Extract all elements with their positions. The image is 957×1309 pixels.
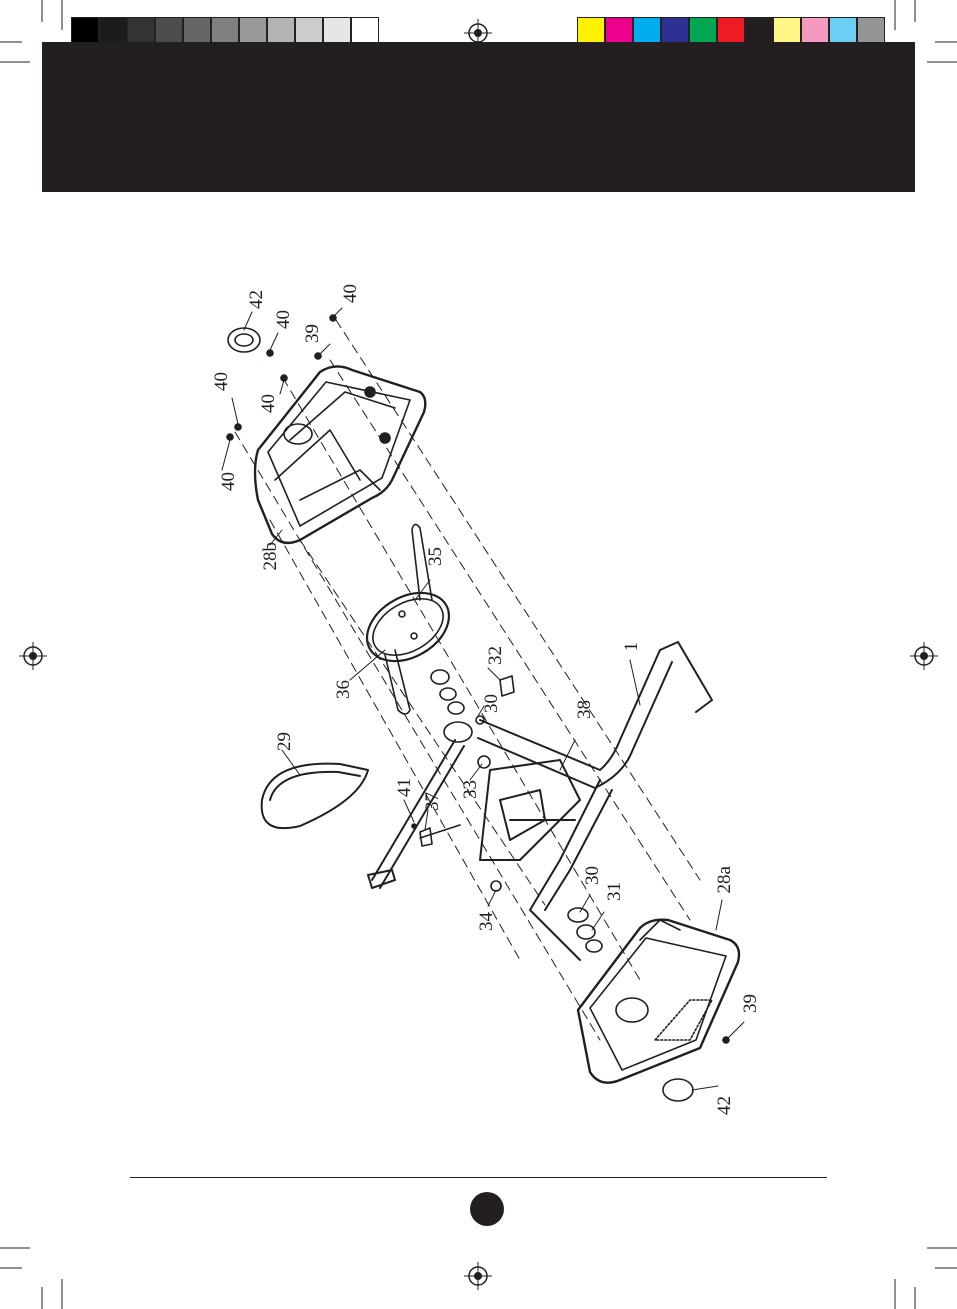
part-label: 30 (481, 694, 502, 713)
part-label: 34 (476, 912, 497, 932)
page-number-dot (470, 1192, 504, 1226)
end-cap-42-top (228, 328, 260, 352)
part-label: 42 (714, 1096, 735, 1115)
part-label: 31 (604, 882, 625, 901)
part-label: 1 (621, 642, 642, 652)
part-label: 35 (425, 547, 446, 566)
part-label: 28b (260, 542, 281, 571)
part-labels: 42 40 40 39 40 40 40 28b 35 36 32 30 1 3… (211, 284, 761, 1115)
main-frame-1 (368, 642, 712, 960)
part-label: 41 (394, 778, 415, 797)
part-label: 40 (218, 472, 239, 491)
part-label: 38 (574, 700, 595, 719)
part-label: 42 (246, 290, 267, 309)
part-label: 29 (274, 732, 295, 751)
part-label: 33 (460, 780, 481, 799)
part-label: 40 (273, 310, 294, 329)
part-label: 40 (258, 394, 279, 413)
end-cap-42-bottom (663, 1079, 693, 1101)
bearings-30-31-bottom (568, 908, 602, 952)
part-label: 30 (582, 866, 603, 885)
footer-rule (130, 1177, 827, 1178)
part-label: 40 (211, 372, 232, 391)
belt-29 (262, 764, 368, 829)
part-label: 28a (714, 865, 735, 893)
part-label: 39 (740, 994, 761, 1013)
part-label: 36 (333, 680, 354, 699)
part-label: 37 (422, 792, 443, 811)
bolt-37-41 (412, 824, 460, 846)
part-label: 39 (302, 324, 323, 343)
part-label: 32 (485, 646, 506, 665)
part-label: 40 (340, 284, 361, 303)
